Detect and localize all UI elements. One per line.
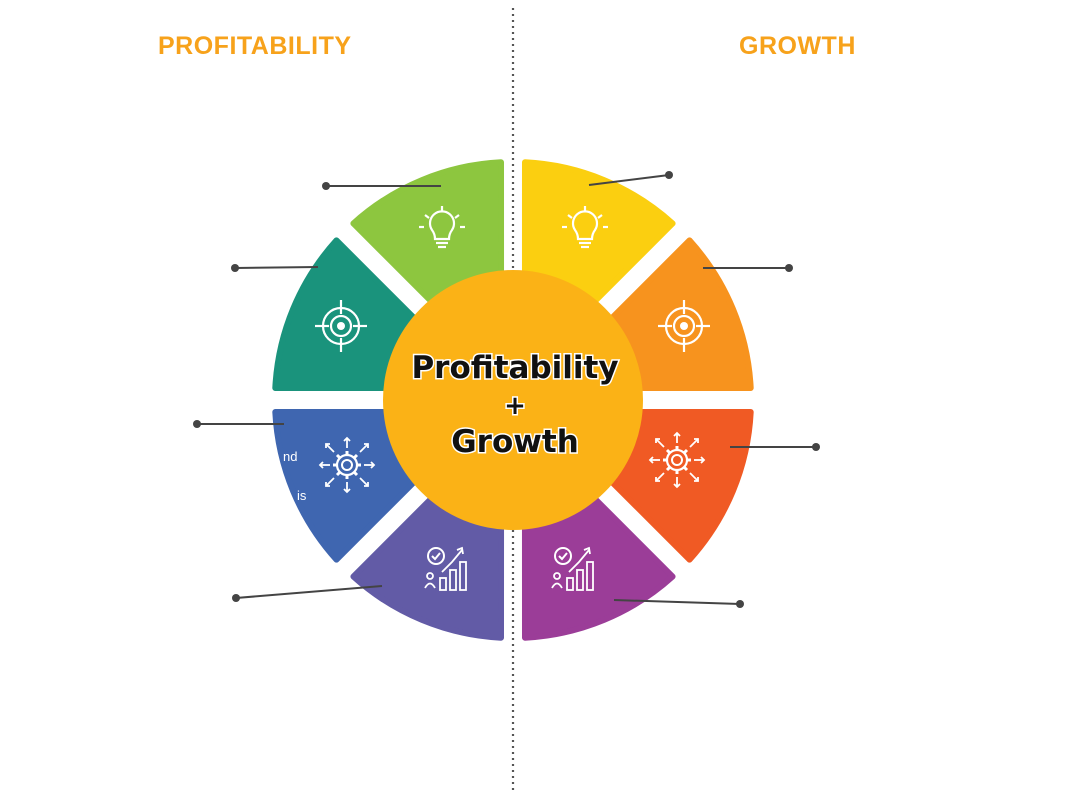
center-title-line1: Profitability xyxy=(411,350,618,386)
leader-line-left-4 xyxy=(235,585,383,599)
leader-dot-right-2 xyxy=(785,264,793,272)
segment-text-snippet-2: is xyxy=(297,488,307,503)
growth-heading: GROWTH xyxy=(739,32,856,60)
leader-line-left-2 xyxy=(234,266,319,269)
leader-line-right-4 xyxy=(613,599,741,605)
leader-dot-right-1 xyxy=(665,171,673,179)
center-title-line3: Growth xyxy=(451,424,579,460)
leader-dot-left-2 xyxy=(231,264,239,272)
leader-dot-left-3 xyxy=(193,420,201,428)
leader-dot-left-4 xyxy=(232,594,240,602)
center-hub xyxy=(383,270,643,530)
profitability-heading: PROFITABILITY xyxy=(158,32,352,60)
leader-dot-left-1 xyxy=(322,182,330,190)
segment-text-snippet-1: nd xyxy=(283,449,297,464)
leader-dot-right-4 xyxy=(736,600,744,608)
center-title-plus: + xyxy=(504,391,526,421)
leader-line-right-1 xyxy=(588,174,670,186)
leader-dot-right-3 xyxy=(812,443,820,451)
